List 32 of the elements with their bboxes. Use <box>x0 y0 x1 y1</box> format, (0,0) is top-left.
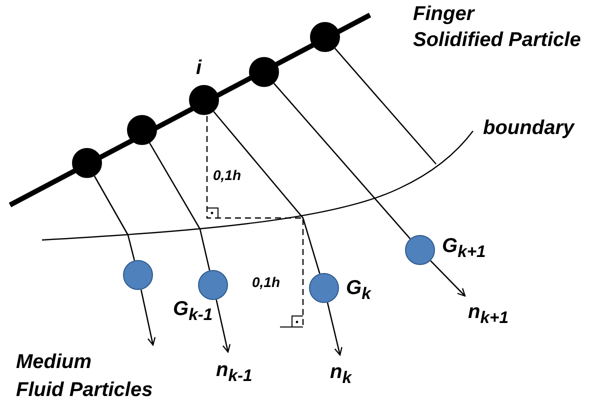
annotation-label: Finger <box>413 4 474 24</box>
edge-label: n$_{k-1}$ <box>216 360 252 385</box>
solid-particle <box>72 148 102 178</box>
dimension-label: 0,1h <box>213 168 242 182</box>
dimension-label: 0,1h <box>252 275 280 289</box>
particle-label: G$_{k}$ <box>346 278 371 303</box>
solid-particle <box>127 115 157 145</box>
particle-label: G$_{k-1}$ <box>173 299 213 324</box>
arrow <box>216 299 231 353</box>
annotation-label: Fluid Particles <box>16 380 153 400</box>
connector-line <box>149 142 210 271</box>
annotation-label: Solidified Particle <box>413 30 581 50</box>
particle-index-label: i <box>196 58 202 78</box>
arrow <box>430 260 466 297</box>
fluid-particle <box>309 273 339 303</box>
solid-particle <box>249 57 279 87</box>
edge-label: n$_{k+1}$ <box>468 302 508 327</box>
connector-line <box>273 82 411 240</box>
fluid-particle <box>198 270 228 300</box>
connector-line <box>213 111 320 274</box>
particle-label: G$_{k+1}$ <box>442 236 486 261</box>
connector-line <box>334 48 436 164</box>
fluid-particle <box>405 235 435 265</box>
solid-particle <box>189 85 219 115</box>
connector-line <box>94 176 136 261</box>
fluid-particle <box>123 260 153 290</box>
annotation-label: Medium <box>16 352 92 372</box>
arrow <box>140 290 156 346</box>
edge-label: n$_{k}$ <box>330 362 352 387</box>
solid-particle <box>310 22 340 52</box>
arrow <box>326 302 342 356</box>
annotation-label: boundary <box>483 118 574 138</box>
